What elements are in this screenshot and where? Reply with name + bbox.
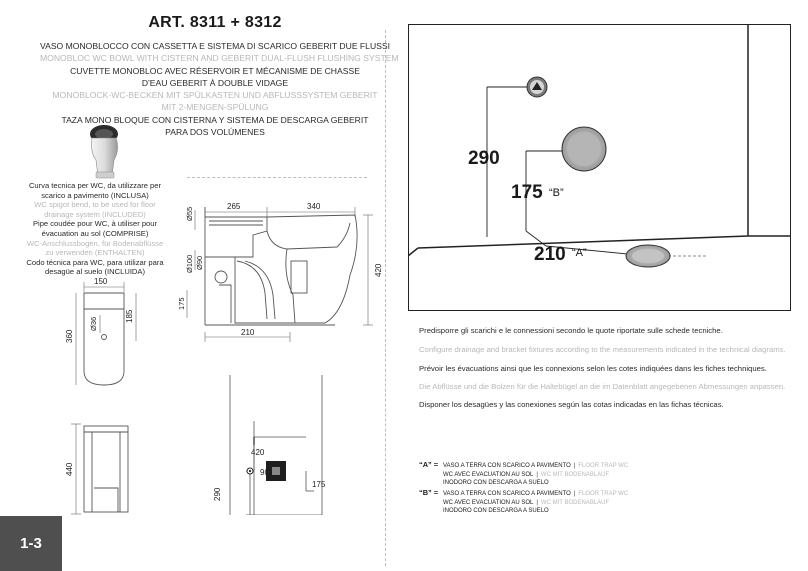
product-title: ART. 8311 + 8312 [60, 14, 370, 32]
bend-note-line: scarico a pavimento (INCLUSA) [20, 191, 170, 201]
wall-fixing-drawing: 420 90 290 175 [210, 375, 380, 515]
install-label-a: “A” [572, 247, 587, 259]
bend-note-line: Pipe coudée pour WC, à utiliser pour [20, 219, 170, 229]
spigot-bend-illustration [76, 122, 128, 180]
page-number: 1-3 [0, 516, 62, 571]
column-divider [385, 30, 386, 566]
dim-wall-290: 290 [213, 487, 222, 501]
description-line: D'EAU GEBERIT À DOUBLE VIDAGE [40, 77, 390, 89]
legend-a-key: “A” = [419, 461, 443, 470]
installation-diagram: 290 175 “B” 210 “A” [408, 24, 791, 311]
legend-b-line1-en: FLOOR TRAP WC [578, 491, 628, 497]
install-dim-210: 210 [534, 244, 566, 265]
legend-b-line2: WC AVEC EVACUATION AU SOL [443, 500, 533, 506]
dim-55: Ø55 [185, 207, 194, 221]
front-view-drawing: 440 [60, 418, 150, 518]
dim-wall-175: 175 [312, 480, 326, 489]
legend-a-line2: WC AVEC EVACUATION AU SOL [443, 472, 533, 478]
dim-340: 340 [307, 202, 321, 211]
bend-note-line: WC-Anschlussbogen, für Bodenabflüsse [20, 239, 170, 249]
description-line: CUVETTE MONOBLOC AVEC RÉSERVOIR ET MÉCAN… [40, 65, 390, 77]
side-view-drawing: 265 340 Ø55 Ø100 Ø90 175 420 210 [175, 195, 385, 355]
section-divider [187, 177, 367, 178]
dim-100: Ø100 [185, 255, 194, 273]
instruction-es: Disponer los desagües y las conexiones s… [419, 400, 799, 410]
bend-note-line: zu verwenden (ENTHALTEN) [20, 248, 170, 258]
dim-210: 210 [241, 328, 255, 337]
instruction-fr: Prévoir les évacuations ainsi que les co… [419, 364, 799, 374]
dim-420: 420 [374, 263, 383, 277]
install-label-b: “B” [549, 187, 564, 199]
bend-note-line: évacuation au sol (COMPRISE) [20, 229, 170, 239]
legend-a-line1: VASO A TERRA CON SCARICO A PAVIMENTO [443, 463, 571, 469]
instruction-it: Predisporre gli scarichi e le connession… [419, 326, 799, 336]
legend-a-line1-en: FLOOR TRAP WC [578, 463, 628, 469]
dim-185: 185 [125, 309, 134, 323]
legend-b-line1: VASO A TERRA CON SCARICO A PAVIMENTO [443, 491, 571, 497]
dim-175: 175 [177, 297, 186, 310]
instruction-en: Configure drainage and bracket fixtures … [419, 345, 799, 355]
description-line: VASO MONOBLOCCO CON CASSETTA E SISTEMA D… [40, 40, 390, 52]
top-view-drawing: 150 Ø36 360 185 [60, 275, 150, 390]
instruction-de: Die Abflüsse und die Bolzen für die Halt… [419, 382, 799, 392]
dim-150: 150 [94, 277, 108, 286]
bend-note-line: WC spigot bend, to be used for floor [20, 200, 170, 210]
dim-wall-90: 90 [260, 468, 269, 477]
dim-360: 360 [65, 329, 74, 343]
legend-a-line3: INODORO CON DESCARGA A SUELO [419, 479, 628, 488]
description-line: MIT 2-MENGEN-SPÜLUNG [40, 101, 390, 113]
legend-a-line2-de: WC MIT BODENABLAUF [541, 472, 609, 478]
bend-note-line: Codo técnica para WC, para utilizar para [20, 258, 170, 268]
install-dim-175: 175 [511, 182, 543, 203]
install-dim-290: 290 [468, 148, 500, 169]
description-line: MONOBLOCK-WC-BECKEN MIT SPÜLKASTEN UND A… [40, 89, 390, 101]
dim-90: Ø90 [195, 256, 204, 270]
legend-b-line2-de: WC MIT BODENABLAUF [541, 500, 609, 506]
legend-a: “A” =VASO A TERRA CON SCARICO A PAVIMENT… [419, 461, 628, 488]
spigot-bend-note: Curva tecnica per WC, da utilizzare pers… [20, 181, 170, 277]
dim-wall-420: 420 [251, 448, 265, 457]
dim-440: 440 [65, 462, 74, 476]
dim-265: 265 [227, 202, 241, 211]
description-line: MONOBLOC WC BOWL WITH CISTERN AND GEBERI… [40, 52, 390, 64]
legend-b: “B” =VASO A TERRA CON SCARICO A PAVIMENT… [419, 489, 628, 516]
dim-36: Ø36 [89, 317, 98, 331]
legend-b-key: “B” = [419, 489, 443, 498]
legend-b-line3: INODORO CON DESCARGA A SUELO [419, 507, 628, 516]
bend-note-line: drainage system (INCLUDED) [20, 210, 170, 220]
bend-note-line: Curva tecnica per WC, da utilizzare per [20, 181, 170, 191]
